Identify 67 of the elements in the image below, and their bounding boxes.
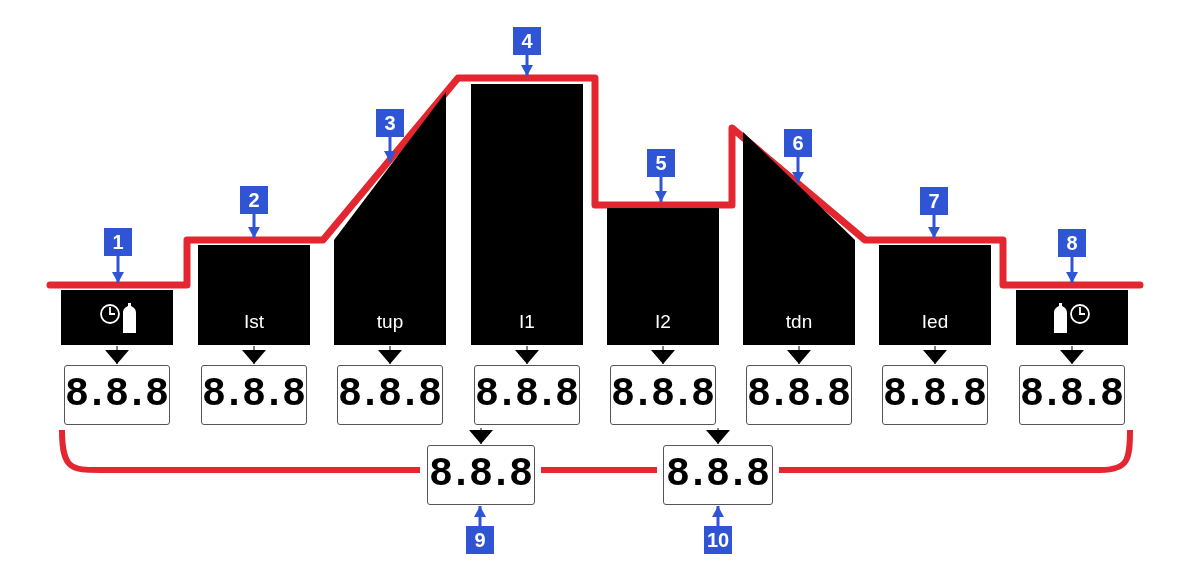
pointer-arrow [378,345,402,365]
parameter-label: tdn [785,311,813,333]
callout-number: 8 [1058,229,1086,257]
parameter-label: Ied [921,311,949,333]
display-digits: 8.8.8 [1020,372,1122,418]
parameter-bar [61,290,173,345]
callout-number: 4 [513,27,541,55]
callout-number: 10 [704,526,732,554]
parameter-label: I1 [519,311,535,333]
parameter-bar [1016,290,1128,345]
leader-arrow [928,215,940,238]
parameter-label: Ist [243,311,265,333]
connector-line [59,429,420,473]
digital-display [882,365,988,425]
digital-display [337,365,443,425]
digital-display [427,445,535,505]
digital-display [663,445,773,505]
leader-arrow [1066,257,1078,283]
callout-number: 5 [647,149,675,177]
display-digits: 8.8.8 [475,372,577,418]
leader-arrow [474,506,486,526]
leader-arrow [712,506,724,526]
display-digits: 8.8.8 [202,372,304,418]
leader-arrow [248,214,260,238]
digital-display [474,365,580,425]
digital-display [610,365,716,425]
callout-number: 6 [784,129,812,157]
leader-arrow [112,256,124,283]
callout-number: 3 [376,109,404,137]
leader-arrow [521,55,533,76]
callout-number: 7 [920,187,948,215]
leader-arrow [792,157,804,183]
pointer-arrow [651,345,675,365]
display-digits: 8.8.8 [65,372,167,418]
connector-line [779,429,1133,473]
display-digits: 8.8.8 [666,452,768,498]
digital-display [746,365,852,425]
pointer-arrow [469,427,493,445]
digital-display [64,365,170,425]
connector-line [541,467,657,473]
callout-number: 1 [104,228,132,256]
pointer-arrow [1060,345,1084,365]
pointer-arrow [515,345,539,365]
callout-number: 9 [466,526,494,554]
pointer-arrow [242,345,266,365]
display-digits: 8.8.8 [338,372,440,418]
pointer-arrow [923,345,947,365]
pointer-arrow [706,427,730,445]
pointer-arrow [105,345,129,365]
leader-arrow [384,137,396,162]
display-digits: 8.8.8 [747,372,849,418]
parameter-bar [471,84,583,345]
parameter-label: tup [376,311,404,333]
callout-number: 2 [240,186,268,214]
display-digits: 8.8.8 [883,372,985,418]
parameter-label: I2 [655,311,671,333]
pointer-arrow [787,345,811,365]
digital-display [201,365,307,425]
parameter-bar [334,92,446,345]
display-digits: 8.8.8 [429,452,531,498]
parameter-bar [743,132,855,345]
digital-display [1019,365,1125,425]
parameter-bar [607,208,719,345]
parameter-bar [879,245,991,345]
leader-arrow [655,177,667,202]
parameter-bar [198,245,310,345]
display-digits: 8.8.8 [611,372,713,418]
